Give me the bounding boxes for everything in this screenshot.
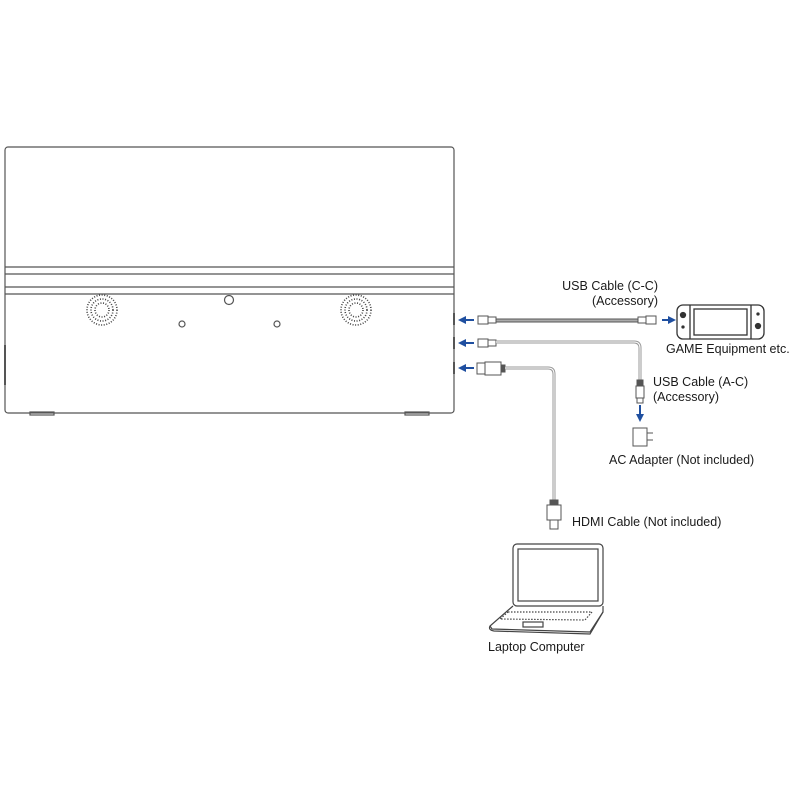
hdmi-connector-icon [476, 362, 486, 375]
ac-adapter-label: AC Adapter (Not included) [609, 453, 755, 467]
usb-cc-sub-label: (Accessory) [592, 294, 658, 308]
usb-cc-label: USB Cable (C-C) [562, 279, 658, 293]
hdmi-cable [476, 361, 562, 530]
usb-c-connector-icon [477, 338, 489, 348]
monitor-back-icon [4, 146, 455, 416]
usb-ac-label: USB Cable (A-C) [653, 375, 749, 389]
hdmi-cable-label: HDMI Cable (Not included) [572, 515, 722, 529]
usb-c-connector-icon [477, 315, 489, 325]
usb-cc-cable [477, 315, 657, 325]
speaker-grille-icon [340, 294, 372, 326]
laptop-icon [488, 543, 604, 635]
usb-ac-sub-label: (Accessory) [653, 390, 719, 404]
speaker-grille-icon [86, 294, 118, 326]
game-equipment-label: GAME Equipment etc. [666, 342, 790, 356]
ac-adapter-icon [632, 427, 653, 447]
usb-c-connector-icon [645, 315, 657, 325]
game-console-icon [676, 304, 765, 340]
laptop-label: Laptop Computer [488, 640, 585, 654]
usb-ac-cable [477, 338, 645, 404]
